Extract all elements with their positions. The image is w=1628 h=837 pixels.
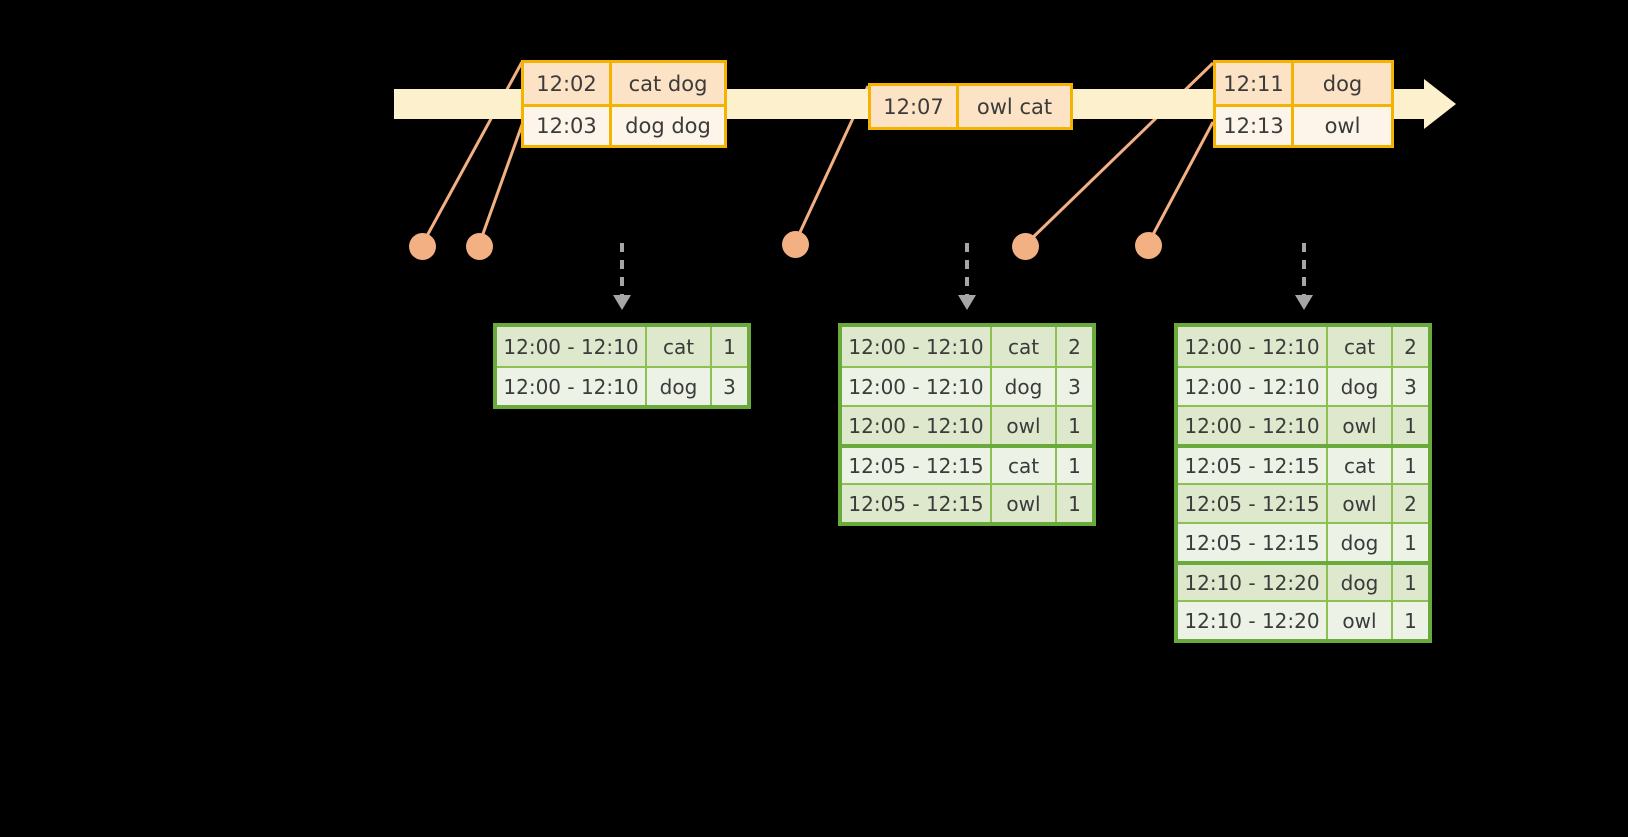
event-marker-dot (1012, 233, 1039, 260)
word-cell: cat (992, 327, 1057, 366)
word-cell: owl (1328, 407, 1393, 444)
count-cell: 1 (1068, 453, 1081, 478)
word-cell: dog (1328, 565, 1393, 600)
event-marker-dot (1135, 232, 1162, 259)
window-cell: 12:00 - 12:10 (497, 368, 647, 405)
event-marker-dot (466, 233, 493, 260)
event-marker-dot (782, 231, 809, 258)
count-cell: 3 (723, 374, 736, 399)
word-cell: dog (992, 368, 1057, 405)
arrow-tip (1295, 295, 1313, 310)
table-row: 12:10 - 12:20 owl 1 (1178, 600, 1428, 639)
count-cell: 1 (1404, 608, 1417, 633)
event-payload: dog (1322, 71, 1363, 96)
table-row: 12:05 - 12:15 owl 1 (842, 483, 1092, 522)
count-cell: 2 (1404, 334, 1417, 359)
word-cell: dog (1328, 524, 1393, 561)
table-row: 12:00 - 12:10 owl 1 (1178, 405, 1428, 444)
window-cell: 12:00 - 12:10 (842, 327, 992, 366)
event-time: 12:11 (1216, 63, 1294, 104)
event-row: 12:11 dog (1216, 63, 1391, 104)
window-cell: 12:00 - 12:10 (842, 407, 992, 444)
window-cell: 12:00 - 12:10 (1178, 407, 1328, 444)
window-cell: 12:05 - 12:15 (1178, 448, 1328, 483)
event-time: 12:07 (871, 86, 959, 127)
dashed-line (965, 243, 969, 299)
window-cell: 12:05 - 12:15 (842, 448, 992, 483)
dashed-line (1302, 243, 1306, 299)
event-box-a[interactable]: 12:02 cat dog 12:03 dog dog (521, 60, 727, 148)
count-cell: 2 (1404, 491, 1417, 516)
count-cell: 3 (1068, 374, 1081, 399)
table-row: 12:00 - 12:10 owl 1 (842, 405, 1092, 444)
window-cell: 12:05 - 12:15 (842, 485, 992, 522)
word-cell: dog (647, 368, 712, 405)
window-cell: 12:05 - 12:15 (1178, 485, 1328, 522)
table-row: 12:00 - 12:10 dog 3 (1178, 366, 1428, 405)
table-row: 12:05 - 12:15 dog 1 (1178, 522, 1428, 561)
arrow-tip (958, 295, 976, 310)
word-cell: owl (1328, 485, 1393, 522)
count-cell: 1 (1404, 530, 1417, 555)
table-row: 12:05 - 12:15 cat 1 (1178, 444, 1428, 483)
count-cell: 1 (1404, 570, 1417, 595)
count-cell: 1 (1068, 491, 1081, 516)
window-cell: 12:00 - 12:10 (1178, 327, 1328, 366)
word-cell: owl (1328, 602, 1393, 639)
table-row: 12:05 - 12:15 cat 1 (842, 444, 1092, 483)
count-cell: 1 (1068, 413, 1081, 438)
event-box-c[interactable]: 12:11 dog 12:13 owl (1213, 60, 1394, 148)
event-time: 12:13 (1216, 107, 1294, 145)
table-row: 12:05 - 12:15 owl 2 (1178, 483, 1428, 522)
table-row: 12:00 - 12:10 cat 2 (842, 327, 1092, 366)
event-payload: cat dog (628, 71, 708, 96)
result-table-3: 12:00 - 12:10 cat 2 12:00 - 12:10 dog 3 … (1174, 323, 1432, 643)
event-marker-dot (409, 233, 436, 260)
word-cell: dog (1328, 368, 1393, 405)
event-payload: owl cat (976, 94, 1053, 119)
window-cell: 12:05 - 12:15 (1178, 524, 1328, 561)
count-cell: 3 (1404, 374, 1417, 399)
result-table-2: 12:00 - 12:10 cat 2 12:00 - 12:10 dog 3 … (838, 323, 1096, 526)
table-row: 12:10 - 12:20 dog 1 (1178, 561, 1428, 600)
timeline-arrow-icon (1424, 79, 1456, 129)
word-cell: cat (992, 448, 1057, 483)
result-table-1: 12:00 - 12:10 cat 1 12:00 - 12:10 dog 3 (493, 323, 751, 409)
word-cell: cat (647, 327, 712, 366)
count-cell: 1 (1404, 453, 1417, 478)
word-cell: owl (992, 485, 1057, 522)
event-row: 12:13 owl (1216, 104, 1391, 145)
window-cell: 12:00 - 12:10 (1178, 368, 1328, 405)
event-time: 12:03 (524, 107, 612, 145)
table-row: 12:00 - 12:10 cat 1 (497, 327, 747, 366)
word-cell: cat (1328, 327, 1393, 366)
event-box-b[interactable]: 12:07 owl cat (868, 83, 1073, 130)
count-cell: 1 (723, 334, 736, 359)
window-cell: 12:00 - 12:10 (842, 368, 992, 405)
window-cell: 12:10 - 12:20 (1178, 602, 1328, 639)
word-cell: cat (1328, 448, 1393, 483)
count-cell: 2 (1068, 334, 1081, 359)
table-row: 12:00 - 12:10 dog 3 (497, 366, 747, 405)
event-payload: dog dog (625, 114, 711, 138)
event-time: 12:02 (524, 63, 612, 104)
word-cell: owl (992, 407, 1057, 444)
event-payload: owl (1324, 114, 1361, 138)
window-cell: 12:10 - 12:20 (1178, 565, 1328, 600)
table-row: 12:00 - 12:10 dog 3 (842, 366, 1092, 405)
arrow-tip (613, 295, 631, 310)
event-row: 12:03 dog dog (524, 104, 724, 145)
dashed-line (620, 243, 624, 299)
event-row: 12:02 cat dog (524, 63, 724, 104)
event-row: 12:07 owl cat (871, 86, 1070, 127)
table-row: 12:00 - 12:10 cat 2 (1178, 327, 1428, 366)
count-cell: 1 (1404, 413, 1417, 438)
window-cell: 12:00 - 12:10 (497, 327, 647, 366)
